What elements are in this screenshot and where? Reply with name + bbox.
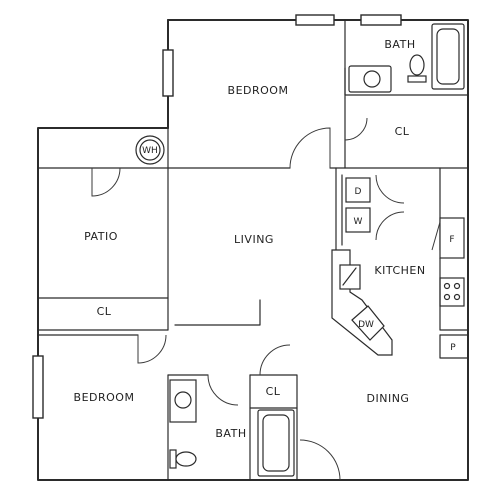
toilet-tank-bottom [169, 449, 177, 469]
label-dining: DINING [367, 392, 410, 405]
dryer-label: D [355, 187, 362, 197]
fridge-label: F [449, 235, 454, 245]
label-cl-left: CL [97, 305, 112, 318]
stove-box [439, 277, 465, 307]
label-bath-top: BATH [384, 38, 415, 51]
dishwasher-box [351, 305, 385, 341]
window-bedroom-top [162, 49, 174, 97]
bathtub-top-inner [436, 28, 460, 85]
label-bedroom-bottom: BEDROOM [74, 391, 135, 404]
washer-box [345, 207, 371, 233]
label-cl-top: CL [395, 125, 410, 138]
sink-bottom-icon [174, 391, 192, 409]
label-kitchen: KITCHEN [374, 264, 425, 277]
burner-icon [453, 282, 461, 290]
window-top-2 [360, 14, 402, 26]
sink-top-icon [363, 70, 381, 88]
burner-icon [453, 293, 461, 301]
window-top-1 [295, 14, 335, 26]
dryer-box [345, 177, 371, 203]
kitchen-counter [331, 249, 393, 356]
burner-icon [443, 282, 451, 290]
water-heater-label: WH [142, 146, 158, 156]
door-swings [91, 117, 405, 481]
label-living: LIVING [234, 233, 274, 246]
window-bedroom-bottom [32, 355, 44, 419]
label-bedroom-top: BEDROOM [228, 84, 289, 97]
burner-icon [443, 293, 451, 301]
bathtub-bottom-inner [262, 414, 290, 472]
label-bath-bottom: BATH [215, 427, 246, 440]
washer-label: W [354, 217, 363, 227]
interior-walls [37, 19, 469, 481]
dishwasher-label: DW [358, 320, 374, 330]
pantry-label: P [450, 343, 456, 353]
toilet-bottom-icon [175, 451, 197, 467]
fridge-box [439, 217, 465, 259]
label-cl-bottom: CL [266, 385, 281, 398]
label-patio: PATIO [84, 230, 118, 243]
water-heater-inner [139, 139, 161, 161]
toilet-tank-top [407, 75, 427, 83]
toilet-top-icon [409, 54, 425, 76]
